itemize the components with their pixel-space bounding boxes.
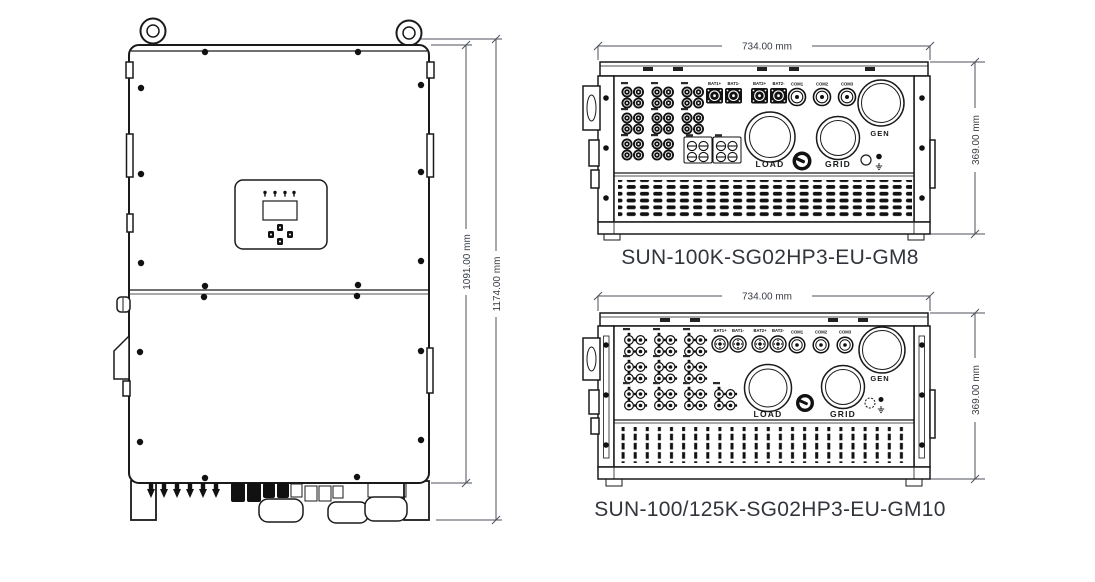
gm10-top-flange (599, 312, 929, 327)
gm8-bat1-neg-label: BAT1- (727, 81, 740, 86)
navigation-buttons (268, 224, 293, 245)
gm8-bat2-neg-label: BAT2- (772, 81, 785, 86)
gm10-width-dimension: 734.00 mm (593, 289, 935, 311)
gm10-gen-label: GEN (870, 374, 889, 383)
gm8-width-label: 734.00 mm (742, 42, 792, 53)
front-screws (136, 48, 425, 482)
cable-gland-dome (364, 496, 408, 522)
mounting-feet (130, 480, 430, 521)
gm10-depth-dimension: 369.00 mm (930, 308, 985, 484)
gm8-com-ports: COM1 COM2 COM3 (787, 82, 857, 107)
side-latches (113, 61, 435, 397)
battery-connector-block (231, 483, 289, 502)
pv-connector-stubs (147, 483, 220, 498)
front-dim-inner-label: 1091.00 mm (462, 234, 473, 290)
lifting-rings (139, 17, 423, 47)
front-body (128, 44, 430, 484)
display-panel (234, 179, 328, 250)
gm10-com3-label: COM3 (839, 330, 852, 335)
gm8-vent-grille (618, 180, 912, 218)
gm8-grid-port: GRID (815, 115, 861, 169)
gm10-grid-label: GRID (830, 409, 856, 419)
gm10-bottom-flange (597, 466, 931, 487)
gm10-connector-panel: BAT1+ BAT1- BAT2+ BAT2- COM1 COM2 COM3 L… (613, 325, 915, 468)
status-led-indicators (263, 190, 296, 197)
gm10-dc-switch-knob (796, 394, 814, 412)
gm10-bottom-view-drawing: 734.00 mm 369.00 mm (582, 289, 985, 487)
gm8-com2-label: COM2 (816, 82, 829, 87)
gm8-dc-switch-knob (792, 151, 812, 171)
gm8-dc-switch-side (582, 85, 601, 131)
gm10-com2-label: COM2 (815, 330, 828, 335)
gm10-dc-switch-side (582, 337, 601, 381)
gm10-com-ports: COM1 COM2 COM3 (788, 330, 854, 354)
front-dim-outer-label: 1174.00 mm (492, 257, 503, 312)
gm8-bat1-pos-label: BAT1+ (708, 81, 722, 86)
gm8-cable-hole (860, 154, 872, 166)
gm8-ground-screw (876, 153, 882, 160)
cable-gland-dome (327, 501, 369, 524)
gm8-com3-label: COM3 (841, 82, 854, 87)
gm8-load-port: LOAD (744, 111, 796, 169)
gm10-com1-label: COM1 (791, 330, 804, 335)
bottom-connectors (147, 482, 408, 524)
gm10-cable-hole (864, 397, 876, 409)
gm8-depth-dimension: 369.00 mm (930, 57, 985, 239)
gm10-depth-label: 369.00 mm (971, 365, 982, 415)
gm8-depth-label: 369.00 mm (971, 115, 982, 165)
gm8-gen-port: GEN (857, 79, 905, 138)
gm8-load-label: LOAD (756, 159, 785, 169)
gm10-ground-screw (878, 397, 884, 402)
gm10-gen-port: GEN (858, 326, 906, 383)
gm8-com1-label: COM1 (791, 82, 804, 87)
gm8-grid-label: GRID (825, 159, 851, 169)
gm10-bat1-pos-label: BAT1+ (713, 328, 727, 333)
gm10-load-label: LOAD (754, 409, 783, 419)
gm10-vent-grille (620, 427, 910, 463)
front-view-drawing: 1091.00 mm 1174.00 mm (113, 17, 503, 525)
lcd-screen (262, 200, 298, 221)
gm10-battery-terminals: BAT1+ BAT1- BAT2+ BAT2- (711, 328, 787, 353)
gm8-width-dimension: 734.00 mm (593, 39, 935, 60)
gm8-bottom-view-drawing: 734.00 mm 369.00 mm (582, 39, 985, 241)
gm10-bat2-neg-label: BAT2- (772, 328, 785, 333)
gm8-bat2-pos-label: BAT2+ (753, 81, 767, 86)
front-height-dimensions: 1091.00 mm 1174.00 mm (408, 34, 503, 525)
gm8-connector-panel: BAT1+ BAT1- BAT2+ BAT2- COM1 COM2 COM3 L… (613, 75, 915, 223)
gm8-bottom-flange (597, 221, 931, 241)
gm10-model-label: SUN-100/125K-SG02HP3-EU-GM10 (594, 498, 946, 521)
dc-switch-side-handle (113, 334, 130, 380)
gm8-gen-label: GEN (870, 129, 889, 138)
gm8-top-flange (599, 61, 929, 77)
gm10-side-rails (582, 325, 936, 468)
gm10-width-label: 734.00 mm (742, 292, 792, 303)
gm8-model-label: SUN-100K-SG02HP3-EU-GM8 (621, 246, 919, 269)
gm10-bat2-pos-label: BAT2+ (753, 328, 767, 333)
cable-gland-dome (258, 498, 304, 523)
gm8-battery-terminals: BAT1+ BAT1- BAT2+ BAT2- (705, 81, 788, 105)
gm10-grid-port: GRID (820, 364, 866, 419)
gm10-bat1-neg-label: BAT1- (732, 328, 745, 333)
gm10-load-port: LOAD (743, 363, 793, 419)
